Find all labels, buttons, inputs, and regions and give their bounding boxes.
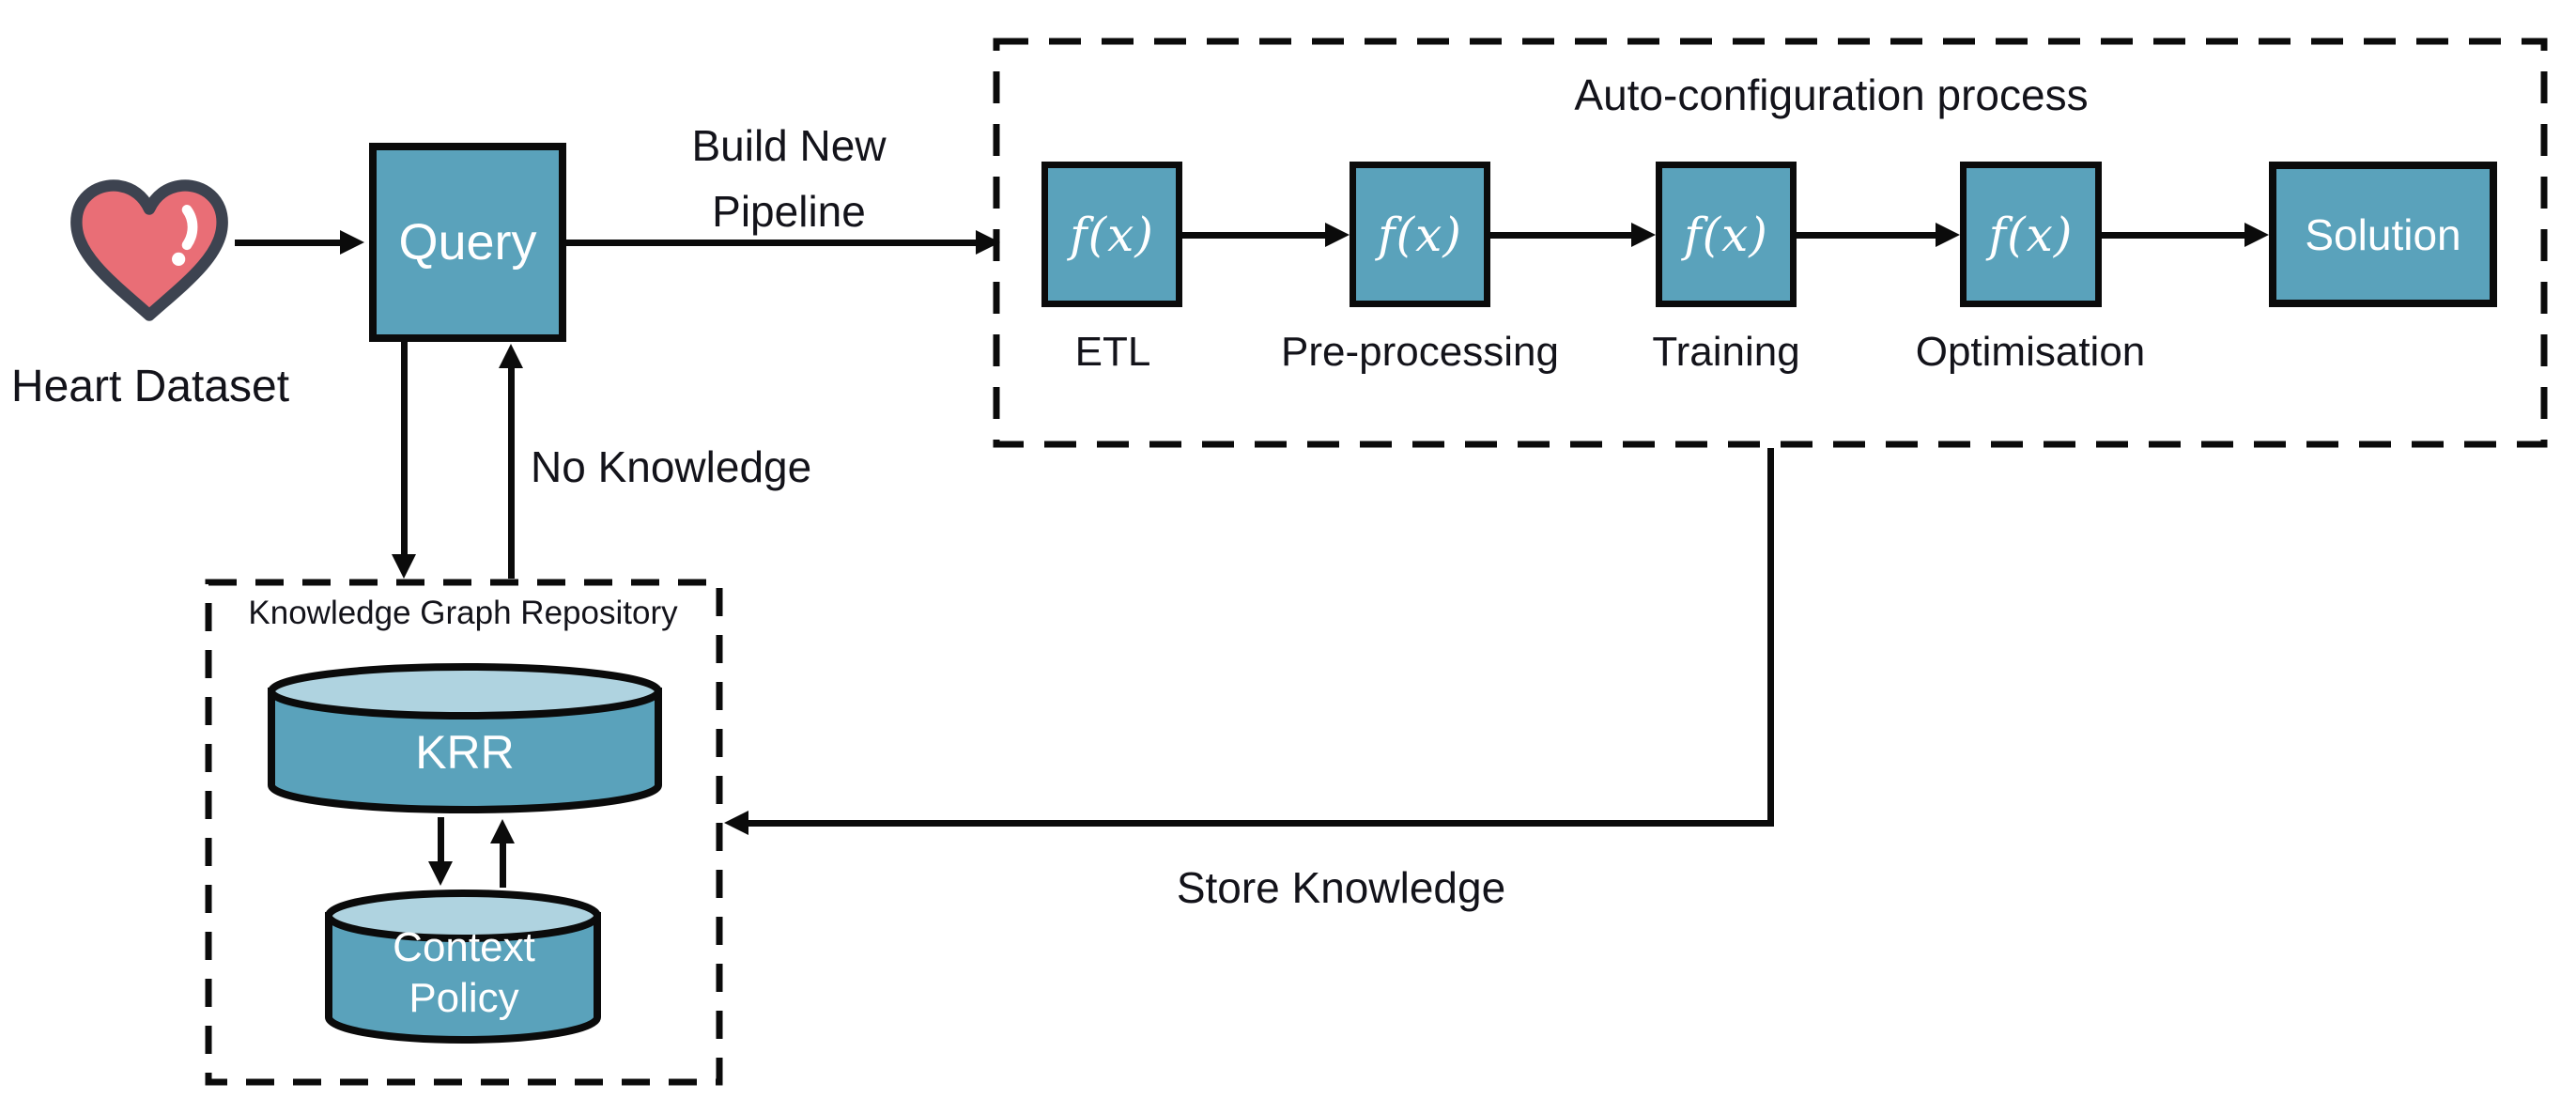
arrow-kg-to-query-head <box>499 344 523 368</box>
arrow-heart-to-query-line <box>235 239 340 246</box>
stage-label-optimisation: Optimisation <box>1915 329 2146 375</box>
arrow-preprocessing-to-training-head <box>1631 223 1656 247</box>
arrow-training-to-optimisation-head <box>1936 223 1960 247</box>
krr-cylinder <box>268 663 662 813</box>
arrow-contextpolicy-to-krr-head <box>490 819 515 843</box>
context-policy-line2: Policy <box>409 975 519 1021</box>
stage-label-training: Training <box>1652 329 1800 375</box>
no-knowledge-label: No Knowledge <box>531 442 812 491</box>
auto-configuration-title: Auto-configuration process <box>1574 70 2089 119</box>
stage-box-etl: f(x) <box>1041 162 1182 307</box>
store-knowledge-head <box>724 811 748 835</box>
arrow-query-to-kg-line <box>400 342 408 554</box>
krr-label: KRR <box>415 726 515 779</box>
arrow-training-to-optimisation-line <box>1797 231 1936 239</box>
arrow-query-to-pipeline-line <box>566 239 976 246</box>
arrow-optimisation-to-solution-head <box>2244 223 2269 247</box>
solution-box: Solution <box>2269 162 2497 307</box>
heart-icon <box>70 179 228 321</box>
arrow-etl-to-preprocessing-head <box>1325 223 1350 247</box>
solution-label: Solution <box>2305 209 2461 259</box>
store-knowledge-vertical-line <box>1766 448 1774 827</box>
heart-dataset-label: Heart Dataset <box>10 362 290 411</box>
kg-repository-dashed-box <box>205 579 723 1086</box>
auto-configuration-dashed-box <box>993 38 2548 448</box>
stage-box-etl-text: f(x) <box>1070 207 1154 262</box>
arrow-krr-to-contextpolicy-head <box>428 861 453 886</box>
context-policy-cylinder <box>325 890 601 1044</box>
build-new-pipeline-line2: Pipeline <box>712 187 866 236</box>
arrow-contextpolicy-to-krr-line <box>499 843 506 888</box>
arrow-query-to-kg-head <box>392 554 416 579</box>
stage-label-etl: ETL <box>1074 329 1151 375</box>
arrow-optimisation-to-solution-line <box>2102 231 2244 239</box>
store-knowledge-label: Store Knowledge <box>1176 863 1506 912</box>
arrow-kg-to-query-line <box>507 368 515 579</box>
build-new-pipeline-label: Build New Pipeline <box>601 113 977 244</box>
stage-box-training: f(x) <box>1656 162 1797 307</box>
query-label: Query <box>398 214 537 271</box>
store-knowledge-horizontal-line <box>748 819 1773 827</box>
arrow-etl-to-preprocessing-line <box>1182 231 1325 239</box>
query-box: Query <box>369 143 566 342</box>
stage-label-preprocessing: Pre-processing <box>1281 329 1559 375</box>
stage-box-optimisation: f(x) <box>1960 162 2102 307</box>
context-policy-label: Context Policy <box>323 922 605 1024</box>
arrow-krr-to-contextpolicy-line <box>437 817 444 861</box>
stage-box-preprocessing-text: f(x) <box>1378 207 1462 262</box>
kg-repository-title: Knowledge Graph Repository <box>248 595 678 631</box>
arrow-preprocessing-to-training-line <box>1490 231 1631 239</box>
stage-box-preprocessing: f(x) <box>1350 162 1490 307</box>
build-new-pipeline-line1: Build New <box>691 121 887 170</box>
context-policy-line1: Context <box>393 924 535 970</box>
stage-box-training-text: f(x) <box>1684 207 1768 262</box>
arrow-heart-to-query-head <box>340 230 364 255</box>
stage-box-optimisation-text: f(x) <box>1988 207 2074 262</box>
